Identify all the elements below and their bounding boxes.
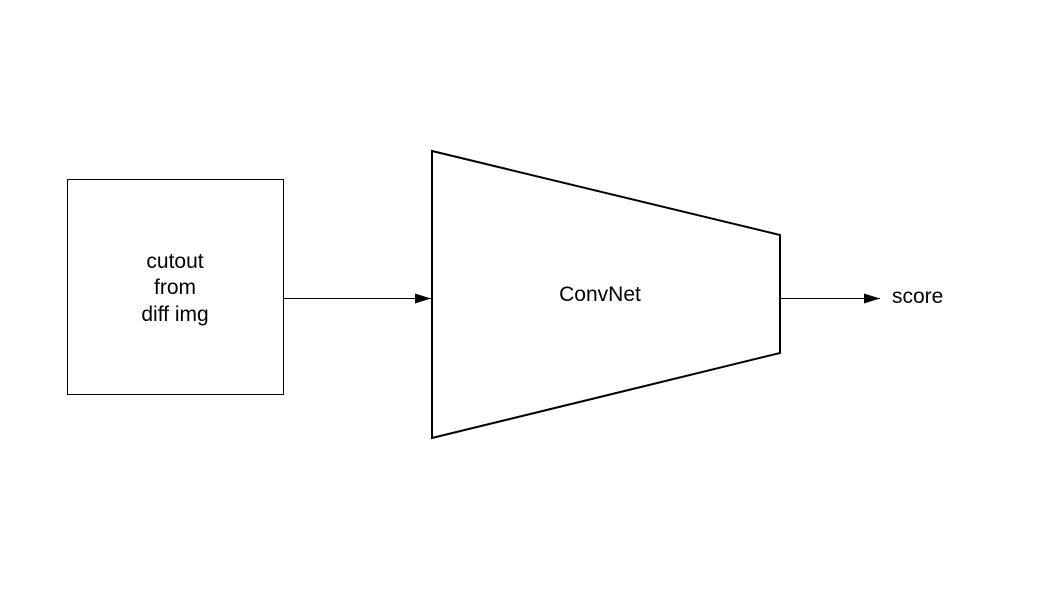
score-label: score (892, 285, 943, 308)
convnet-label: ConvNet (559, 283, 641, 306)
input-label-line-3: diff img (141, 303, 208, 326)
input-node: cutout from diff img (67, 179, 284, 395)
input-label-line-1: cutout (146, 250, 203, 273)
input-box (67, 179, 284, 395)
convnet-trapezoid (431, 149, 781, 440)
convnet-node: ConvNet (431, 149, 781, 440)
input-label-line-2: from (154, 276, 196, 299)
